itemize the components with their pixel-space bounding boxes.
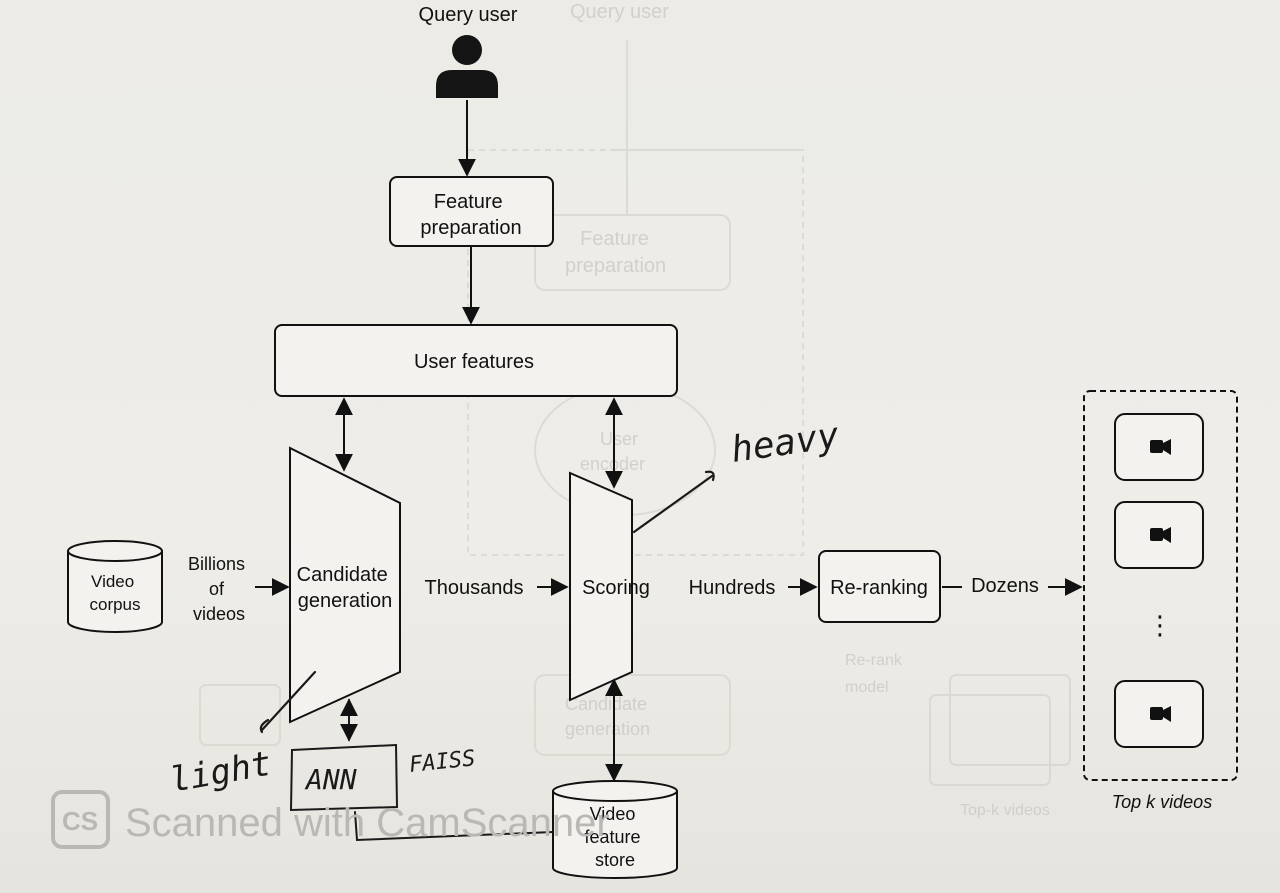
query-user-label: Query user: [419, 4, 518, 26]
feature-preparation-line-2: preparation: [420, 217, 521, 239]
svg-text:User: User: [600, 429, 638, 449]
user-icon: [436, 35, 498, 98]
candidate-generation-line-2: generation: [298, 590, 393, 612]
top-k-ellipsis: ⋮: [1147, 610, 1173, 640]
scoring-funnel: [569, 471, 633, 702]
camscanner-watermark-text: Scanned with CamScanner: [125, 801, 610, 845]
scoring-label: Scoring: [582, 577, 650, 599]
user-features-label: User features: [414, 351, 534, 373]
top-k-videos-label: Top k videos: [1112, 792, 1212, 812]
svg-text:model: model: [845, 679, 889, 696]
video-corpus-line-1: Video: [91, 572, 134, 591]
re-ranking-label: Re-ranking: [830, 577, 928, 599]
edge-label-thousands: Thousands: [425, 577, 524, 599]
video-feature-store-line-3: store: [595, 850, 635, 870]
svg-text:Top-k videos: Top-k videos: [960, 802, 1050, 819]
svg-text:generation: generation: [565, 719, 650, 739]
video-card: [1114, 501, 1204, 569]
video-camera-icon: [1150, 527, 1171, 543]
candidate-generation-line-1: Candidate: [297, 564, 388, 586]
camscanner-logo-text: CS: [62, 806, 98, 836]
faiss-label: FAISS: [408, 746, 476, 778]
handwritten-ann-box: [289, 698, 554, 842]
ann-label: ANN: [304, 763, 357, 796]
video-feature-store-line-2: feature: [584, 827, 640, 847]
heavy-label: heavy: [729, 415, 842, 471]
billions-line-1: Billions: [188, 554, 245, 574]
bleed-through-text: Query user Feature preparation User enco…: [565, 1, 1050, 819]
edge-label-billions: Billions of videos: [188, 554, 250, 624]
svg-text:preparation: preparation: [565, 255, 666, 277]
svg-text:Feature: Feature: [580, 228, 649, 250]
camscanner-logo-icon: CS: [51, 790, 110, 849]
re-ranking-box: [818, 550, 941, 623]
candidate-generation-funnel: [289, 446, 401, 724]
billions-line-2: of: [209, 579, 225, 599]
billions-line-3: videos: [193, 604, 245, 624]
video-feature-store-label: Video feature store: [584, 804, 645, 870]
video-feature-store-cylinder: [552, 780, 678, 879]
user-features-box: [274, 324, 678, 397]
feature-preparation-box: [389, 176, 554, 247]
video-card: [1114, 413, 1204, 481]
video-camera-icon: [1150, 706, 1171, 722]
video-camera-icon: [1150, 439, 1171, 455]
svg-text:Re-rank: Re-rank: [845, 652, 903, 669]
light-label: light: [167, 744, 275, 801]
candidate-generation-label: Candidate generation: [297, 564, 394, 612]
video-corpus-cylinder: [67, 540, 163, 633]
edge-label-hundreds: Hundreds: [689, 577, 776, 599]
edge-label-dozens: Dozens: [971, 575, 1039, 597]
video-feature-store-line-1: Video: [590, 804, 636, 824]
handwritten-heavy-annotation: [632, 470, 715, 534]
video-corpus-label: Video corpus: [89, 572, 140, 614]
feature-preparation-line-1: Feature: [434, 191, 503, 213]
svg-text:encoder: encoder: [580, 454, 645, 474]
video-card: [1114, 680, 1204, 748]
handwritten-light-annotation: [259, 670, 317, 734]
top-k-videos-container: [1083, 390, 1238, 781]
feature-preparation-label: Feature preparation: [420, 191, 521, 239]
svg-text:Query user: Query user: [570, 1, 669, 23]
video-corpus-line-2: corpus: [89, 595, 140, 614]
